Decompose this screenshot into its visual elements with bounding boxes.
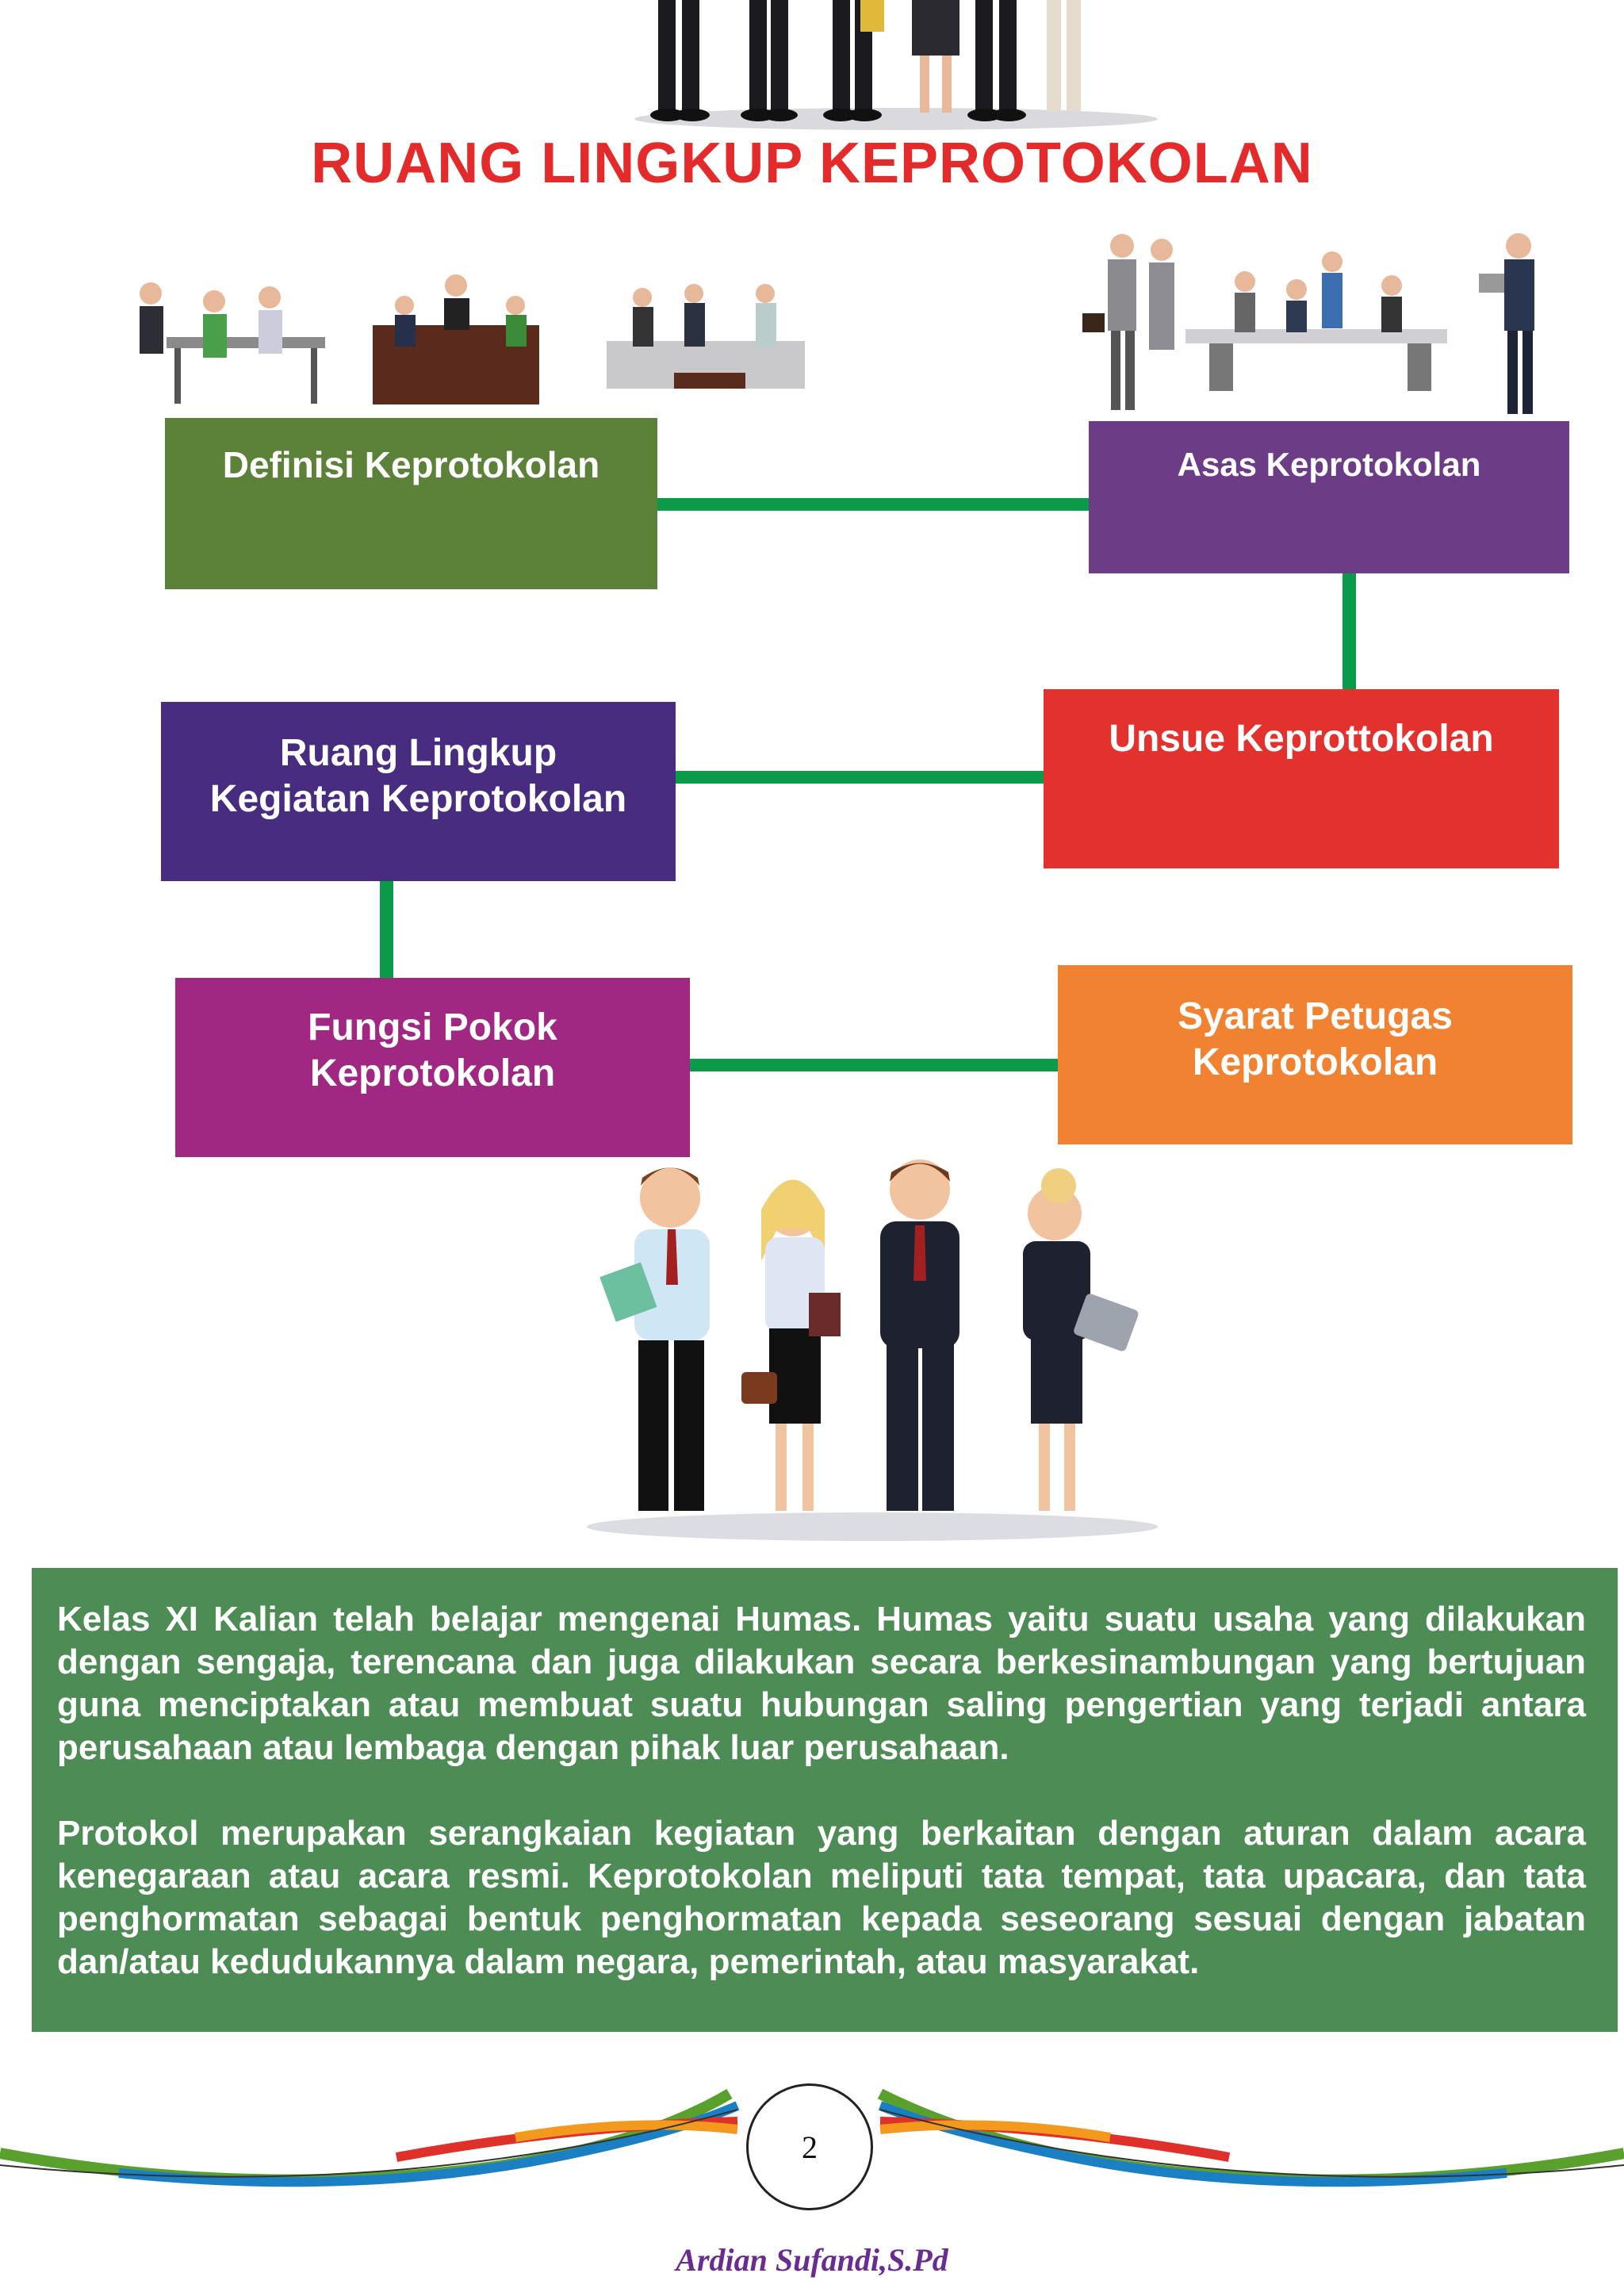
box-ruang-lingkup-kegiatan: Ruang Lingkup Kegiatan Keprotokolan: [161, 702, 676, 881]
business-people-illustration: [587, 1159, 1158, 1541]
box-unsur-label: Unsue Keprottokolan: [1109, 718, 1494, 760]
box-ruang-lingkup-label: Ruang Lingkup Kegiatan Keprotokolan: [209, 732, 627, 820]
connector-fungsi-syarat: [689, 1059, 1059, 1071]
connector-ruang-unsur: [675, 771, 1044, 784]
box-definisi-keprotokolan: Definisi Keprotokolan: [165, 418, 657, 589]
box-syarat-petugas: Syarat Petugas Keprotokolan: [1058, 965, 1572, 1144]
business-team-illustration: [1082, 233, 1534, 414]
box-unsur-keprotokolan: Unsue Keprottokolan: [1044, 689, 1559, 868]
info-paragraph-humas: Kelas XI Kalian telah belajar mengenai H…: [57, 1600, 1586, 1767]
box-fungsi-label: Fungsi Pokok Keprotokolan: [308, 1006, 557, 1094]
author-name: Ardian Sufandi,S.Pd: [676, 2242, 948, 2278]
box-fungsi-pokok: Fungsi Pokok Keprotokolan: [175, 978, 690, 1157]
box-asas-label: Asas Keprotokolan: [1177, 446, 1481, 483]
connector-ruang-fungsi: [380, 880, 393, 979]
box-asas-keprotokolan: Asas Keprotokolan: [1089, 421, 1569, 573]
page-title: RUANG LINGKUP KEPROTOKOLAN: [311, 132, 1313, 195]
connector-asas-unsur: [1342, 571, 1356, 690]
business-people-group-illustration: [634, 0, 1158, 130]
footer-swoosh-decoration: [0, 2088, 1624, 2187]
office-meeting-illustration: [140, 274, 805, 404]
page-number: 2: [746, 2083, 873, 2210]
box-definisi-label: Definisi Keprotokolan: [222, 444, 600, 485]
box-syarat-label: Syarat Petugas Keprotokolan: [1178, 995, 1453, 1083]
connector-definisi-asas: [657, 498, 1090, 511]
info-paragraph-protokol: Protokol merupakan serangkaian kegiatan …: [57, 1814, 1586, 1981]
info-panel: Kelas XI Kalian telah belajar mengenai H…: [32, 1568, 1618, 2032]
